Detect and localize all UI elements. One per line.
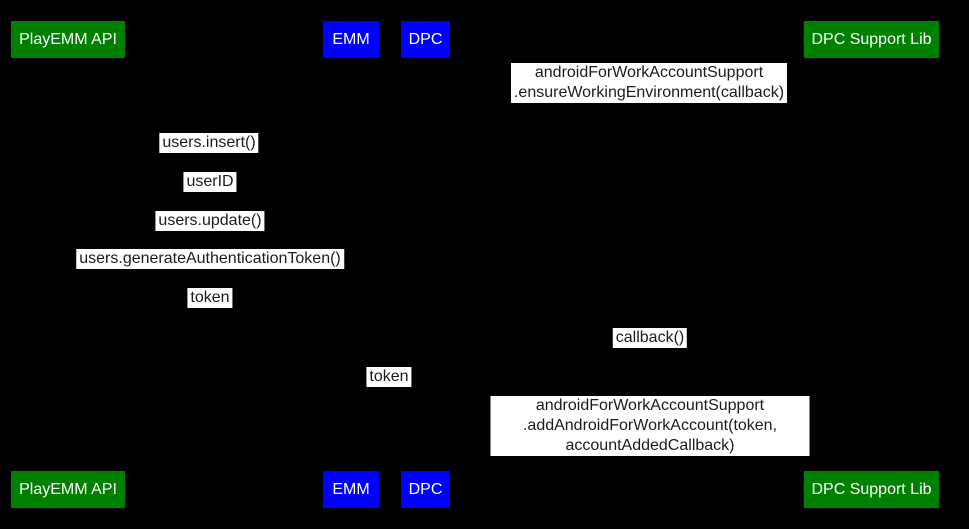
actor-label: PlayEMM API [19,480,117,498]
message-generate-authentication-token: users.generateAuthenticationToken() [76,249,344,269]
actor-dpc-top: DPC [401,21,450,58]
message-users-update: users.update() [155,211,265,231]
actor-play-emm-api-bottom: PlayEMM API [11,471,125,508]
actor-emm-bottom: EMM [323,471,379,508]
actor-play-emm-api-top: PlayEMM API [11,21,125,58]
message-callback: callback() [612,328,688,348]
message-token-to-dpc: token [366,367,412,387]
actor-label: DPC [408,480,443,498]
actor-label: DPC [408,30,443,48]
message-ensure-working-environment: androidForWorkAccountSupport .ensureWork… [510,63,788,103]
actor-label: EMM [332,30,370,48]
actor-dpc-bottom: DPC [401,471,450,508]
actor-emm-top: EMM [323,21,379,58]
actor-label: DPC Support Lib [811,30,932,48]
message-token-to-emm: token [187,288,233,308]
message-user-id: userID [183,172,237,192]
message-users-insert: users.insert() [159,133,259,153]
actor-dpc-support-lib-bottom: DPC Support Lib [804,471,939,508]
actor-label: DPC Support Lib [811,480,932,498]
actor-label: PlayEMM API [19,30,117,48]
actor-dpc-support-lib-top: DPC Support Lib [804,21,939,58]
actor-label: EMM [332,480,370,498]
message-add-android-for-work-account: androidForWorkAccountSupport .addAndroid… [490,396,810,456]
